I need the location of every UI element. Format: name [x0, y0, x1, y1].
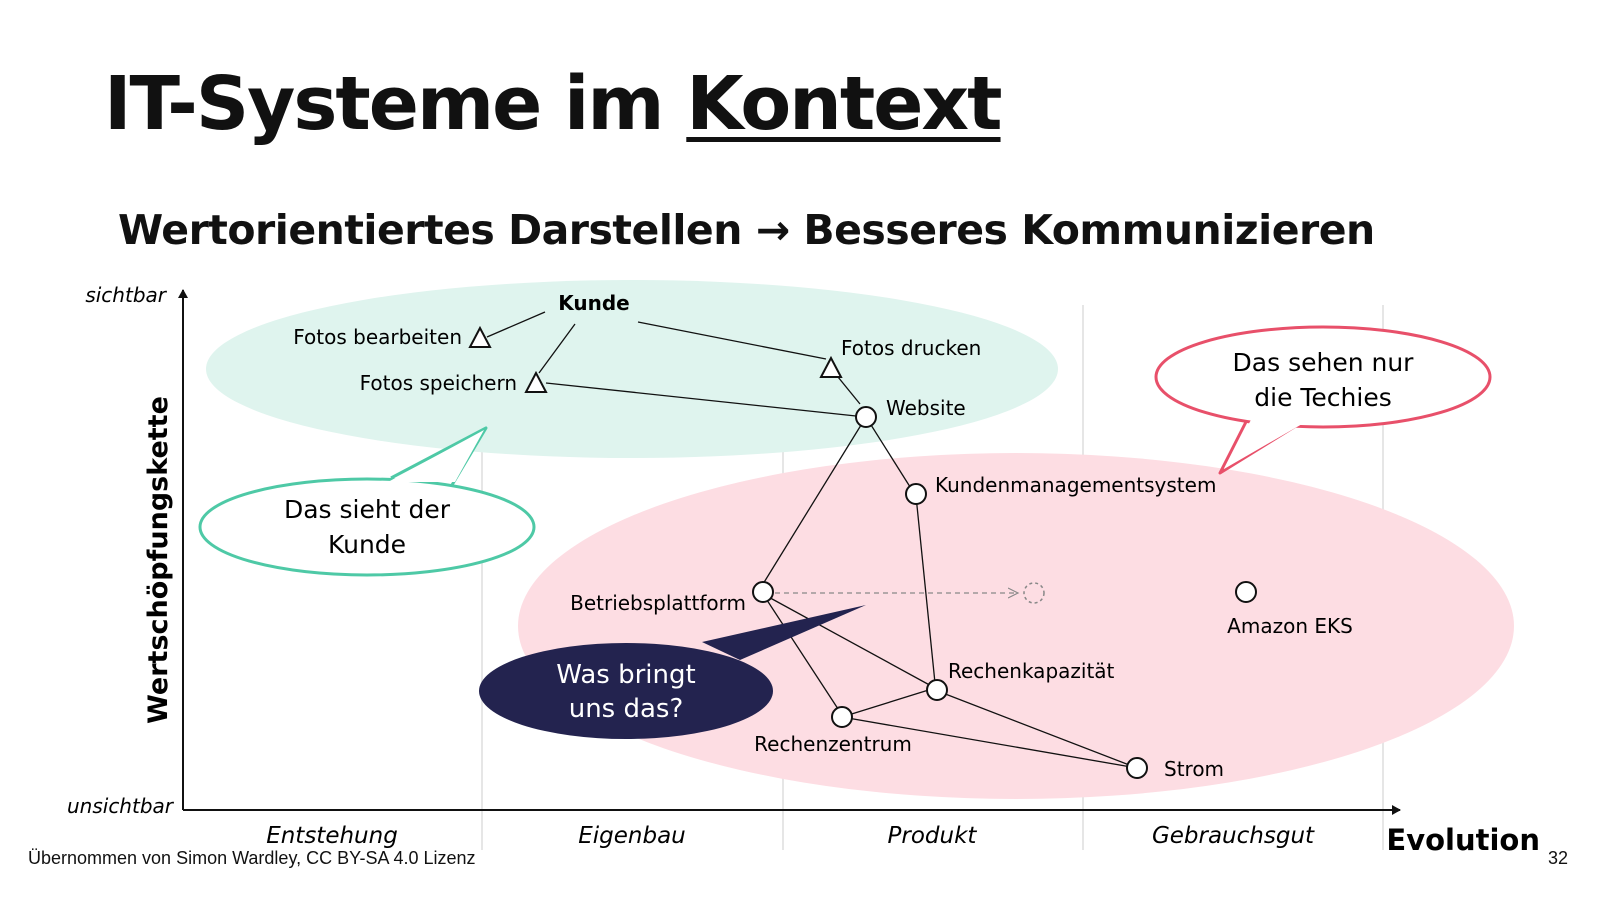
techie-zone — [518, 453, 1514, 799]
question-callout-line1: Was bringt — [556, 660, 695, 690]
phase-eigenbau: Eigenbau — [578, 823, 686, 849]
kundenmanagementsystem-node — [905, 483, 927, 505]
footer-attribution: Übernommen von Simon Wardley, CC BY-SA 4… — [28, 848, 476, 868]
phase-produkt: Produkt — [888, 823, 978, 849]
y-axis-top-label: sichtbar — [85, 283, 167, 307]
question-callout: Was bringt uns das? — [479, 605, 866, 739]
title-main: IT-Systeme im — [104, 61, 687, 147]
kundenmanagementsystem-label: Kundenmanagementsystem — [935, 473, 1216, 497]
techies-callout: Das sehen nur die Techies — [1154, 325, 1492, 475]
page-number: 32 — [1547, 848, 1568, 868]
rechenkapazitaet-node — [926, 679, 948, 701]
customer-zone — [206, 280, 1058, 458]
rechenzentrum-node — [831, 706, 853, 728]
question-callout-line2: uns das? — [569, 694, 684, 724]
map-links — [486, 311, 1138, 769]
techies-callout-line2: die Techies — [1254, 383, 1392, 412]
kunde-label: Kunde — [558, 291, 630, 315]
title-emphasis: Kontext — [686, 61, 1002, 147]
betriebsplattform-future-node — [1023, 582, 1045, 604]
fotos-speichern-node — [524, 370, 548, 393]
customer-callout: Das sieht der Kunde — [198, 426, 536, 577]
website-label: Website — [886, 396, 966, 420]
betriebsplattform-node — [752, 581, 774, 603]
x-axis-title: Evolution — [1386, 823, 1540, 857]
page-title: IT-Systeme im Kontext — [104, 61, 1003, 147]
strom-node — [1126, 757, 1148, 779]
phase-entstehung: Entstehung — [266, 823, 398, 849]
betriebsplattform-label: Betriebsplattform — [570, 591, 746, 615]
techies-callout-line1: Das sehen nur — [1233, 348, 1415, 377]
customer-callout-line2: Kunde — [328, 530, 406, 559]
subtitle: Wertorientiertes Darstellen → Besseres K… — [118, 206, 1375, 254]
y-axis-bottom-label: unsichtbar — [67, 794, 175, 818]
fotos-drucken-node — [819, 355, 843, 378]
rechenzentrum-label: Rechenzentrum — [754, 732, 912, 756]
strom-label: Strom — [1164, 757, 1224, 781]
phase-gebrauchsgut: Gebrauchsgut — [1152, 823, 1315, 849]
rechenkapazitaet-label: Rechenkapazität — [948, 659, 1115, 683]
fotos-speichern-label: Fotos speichern — [360, 371, 517, 395]
fotos-drucken-label: Fotos drucken — [841, 336, 981, 360]
fotos-bearbeiten-node — [468, 325, 492, 348]
y-axis-title: Wertschöpfungskette — [143, 396, 174, 724]
amazon-eks-label: Amazon EKS — [1227, 614, 1353, 638]
fotos-bearbeiten-label: Fotos bearbeiten — [293, 325, 462, 349]
website-node — [855, 406, 877, 428]
customer-callout-line1: Das sieht der — [284, 495, 451, 524]
amazon-eks-node — [1235, 581, 1257, 603]
